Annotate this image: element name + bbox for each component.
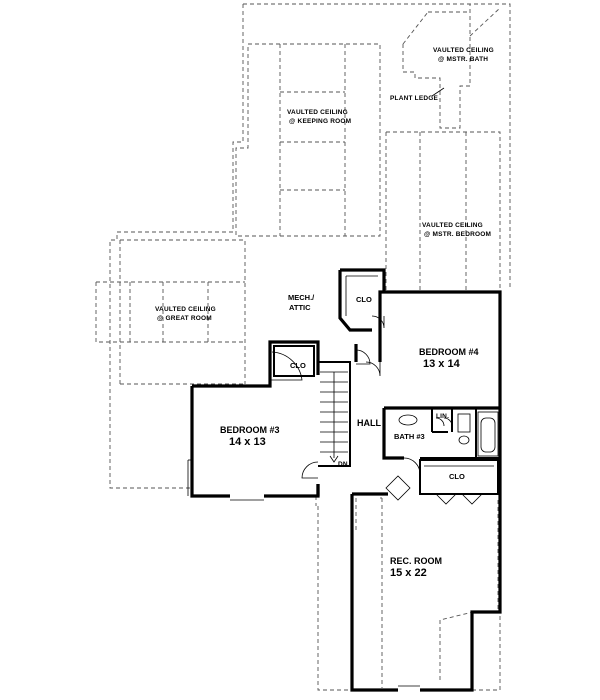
rec-room-name: REC. ROOM bbox=[390, 556, 442, 566]
clo-bed4-label: CLO bbox=[356, 295, 372, 304]
bedroom3-name: BEDROOM #3 bbox=[220, 425, 280, 435]
vaulted-keeping-sub: @ KEEPING ROOM bbox=[289, 118, 351, 125]
vaulted-great-room-sub: @ GREAT ROOM bbox=[157, 315, 212, 322]
vaulted-mstr-bedroom-sub: @ MSTR. BEDROOM bbox=[424, 231, 491, 238]
vaulted-mstr-bedroom-label: VAULTED CEILING bbox=[422, 222, 483, 229]
lower-floor-outline bbox=[95, 3, 511, 691]
clo-bed3-label: CLO bbox=[290, 361, 306, 370]
mech-attic-label: MECH./ bbox=[288, 293, 315, 302]
rec-room-size: 15 x 22 bbox=[390, 567, 427, 579]
vaulted-mstr-bath-sub: @ MSTR. BATH bbox=[438, 56, 488, 63]
hall-label: HALL bbox=[357, 418, 381, 428]
upper-floor-walls bbox=[187, 268, 502, 692]
bedroom4-size: 13 x 14 bbox=[423, 358, 461, 370]
bedroom4-name: BEDROOM #4 bbox=[419, 347, 479, 357]
plant-ledge-label: PLANT LEDGE bbox=[390, 95, 439, 102]
door-swings bbox=[270, 315, 483, 505]
mech-attic-label-2: ATTIC bbox=[289, 303, 311, 312]
vaulted-mstr-bath-label: VAULTED CEILING bbox=[433, 47, 494, 54]
room-labels: MECH./ ATTIC CLO CLO BEDROOM #4 13 x 14 … bbox=[220, 293, 479, 579]
vaulted-keeping-label: VAULTED CEILING bbox=[287, 109, 348, 116]
lin-label: LIN. bbox=[436, 413, 449, 420]
bedroom3-size: 14 x 13 bbox=[229, 436, 266, 448]
bath3-label: BATH #3 bbox=[394, 432, 425, 441]
vaulted-great-room-label: VAULTED CEILING bbox=[155, 306, 216, 313]
vaulted-labels: VAULTED CEILING @ MSTR. BATH PLANT LEDGE… bbox=[155, 47, 494, 322]
clo-rec-label: CLO bbox=[449, 472, 465, 481]
stair-dn-label: DN bbox=[338, 461, 348, 468]
